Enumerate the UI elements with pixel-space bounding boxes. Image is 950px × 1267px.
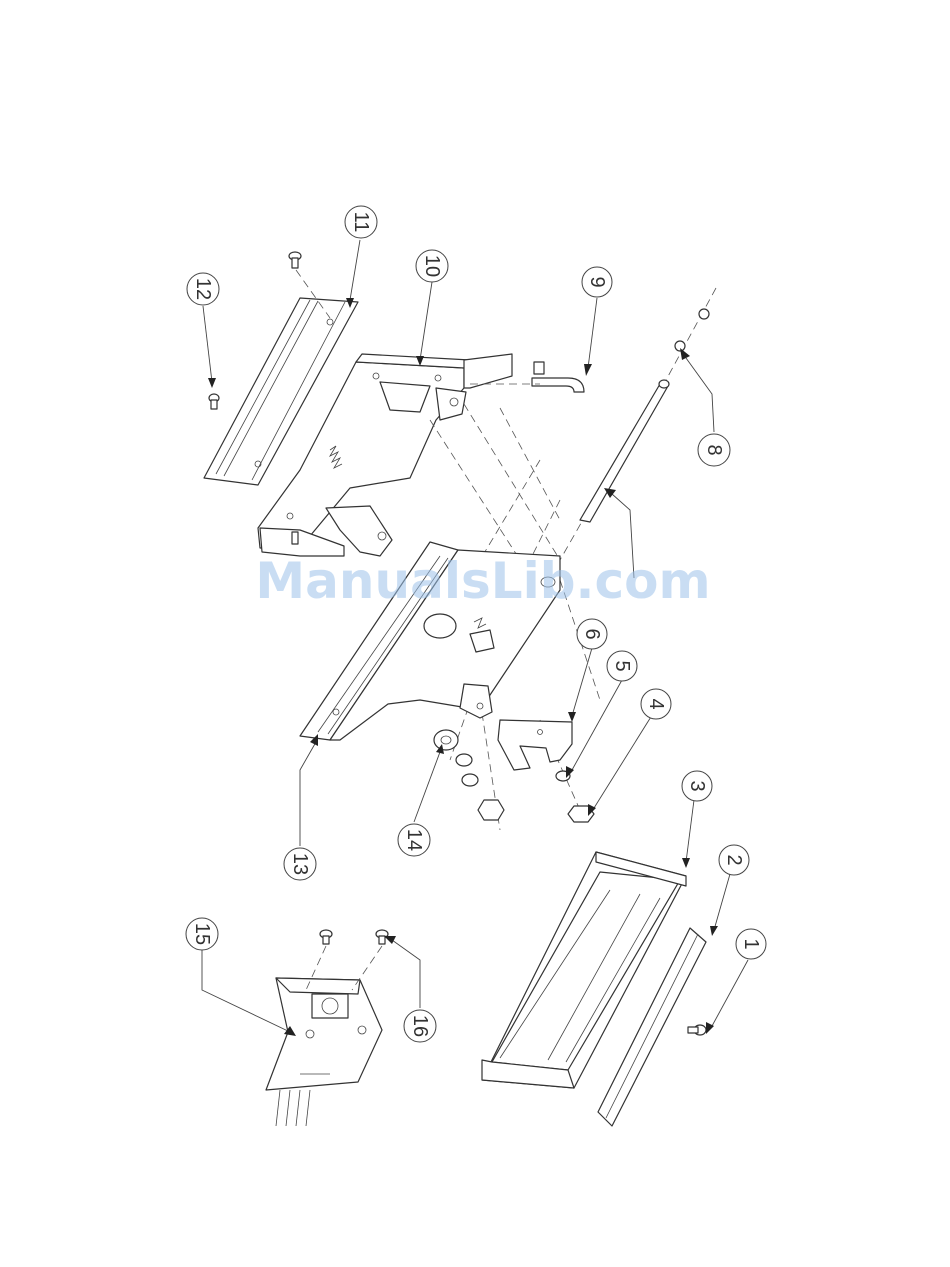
callout-8: 8 bbox=[698, 434, 730, 466]
part-3-housing bbox=[482, 852, 686, 1088]
callout-16: 16 bbox=[404, 1010, 436, 1042]
svg-text:9: 9 bbox=[586, 276, 608, 287]
callout-14: 14 bbox=[398, 824, 430, 856]
watermark-text: ManualsLib.com bbox=[255, 552, 710, 610]
svg-text:11: 11 bbox=[350, 212, 372, 233]
part-9-clip bbox=[532, 362, 584, 392]
callout-9: 9 bbox=[582, 267, 612, 297]
svg-text:4: 4 bbox=[645, 698, 667, 709]
callout-2: 2 bbox=[719, 845, 749, 875]
callout-6: 6 bbox=[577, 619, 607, 649]
svg-text:6: 6 bbox=[581, 628, 603, 639]
callout-5: 5 bbox=[607, 651, 637, 681]
svg-text:16: 16 bbox=[409, 1015, 431, 1037]
svg-text:1: 1 bbox=[740, 938, 762, 949]
callout-10: 10 bbox=[416, 250, 448, 282]
svg-text:12: 12 bbox=[192, 278, 214, 300]
callout-15: 15 bbox=[186, 918, 218, 950]
callout-11: 11 bbox=[345, 206, 377, 238]
svg-text:14: 14 bbox=[403, 829, 425, 851]
part-8-shaft bbox=[580, 309, 709, 522]
svg-text:15: 15 bbox=[191, 923, 213, 945]
part-14-washers bbox=[434, 730, 504, 820]
svg-text:5: 5 bbox=[611, 660, 633, 671]
svg-text:10: 10 bbox=[421, 255, 443, 277]
svg-text:2: 2 bbox=[723, 854, 745, 865]
callout-12: 12 bbox=[187, 273, 219, 305]
callout-4: 4 bbox=[641, 689, 671, 719]
part-1-screw bbox=[688, 1025, 706, 1035]
callout-3: 3 bbox=[682, 771, 712, 801]
callout-13: 13 bbox=[284, 848, 316, 880]
part-15-connector-board bbox=[266, 978, 382, 1126]
callout-1: 1 bbox=[736, 929, 766, 959]
svg-text:8: 8 bbox=[703, 444, 725, 455]
svg-text:3: 3 bbox=[686, 780, 708, 791]
screw-12 bbox=[209, 394, 219, 409]
screw-top-left bbox=[289, 252, 301, 268]
svg-text:13: 13 bbox=[289, 853, 311, 875]
part-6-bracket bbox=[498, 720, 572, 770]
screws-16 bbox=[320, 930, 388, 944]
